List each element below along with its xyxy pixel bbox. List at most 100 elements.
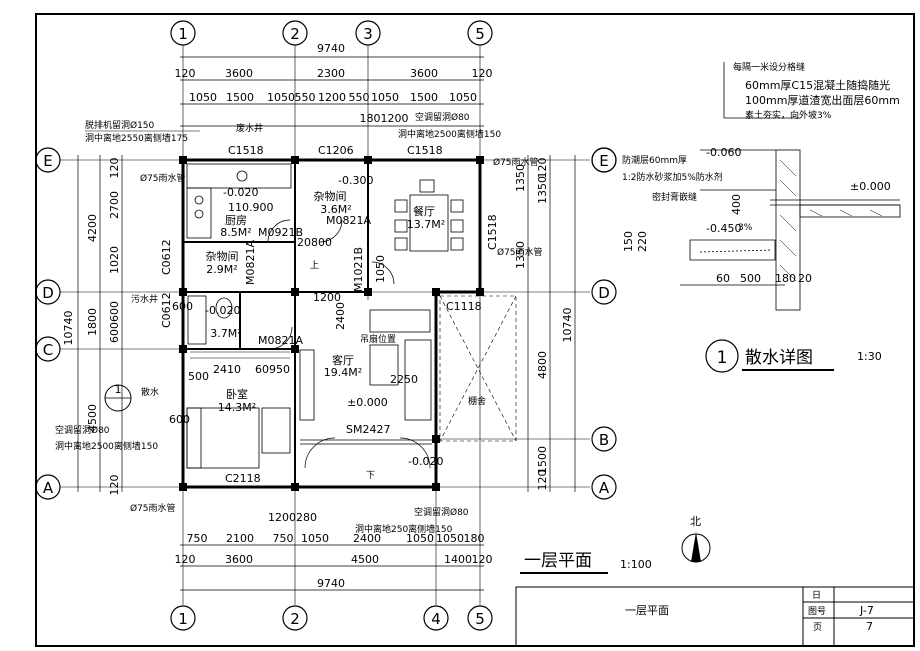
opening-c0612-a: C0612 — [160, 239, 173, 275]
dim-top-r1-0: 120 — [175, 67, 196, 80]
title-block-field-top: 日 — [812, 590, 821, 601]
opening-c1118: C1118 — [446, 300, 482, 313]
opening-c1518-b: C1518 — [407, 144, 443, 157]
plan-title: 一层平面 — [524, 551, 592, 571]
dim-top-r1-4: 120 — [472, 67, 493, 80]
dim-right-in0: 120 — [536, 158, 549, 179]
stair-down: 下 — [366, 471, 375, 481]
canopy-label: 棚舍 — [468, 395, 486, 407]
dim-misc-5: 2250 — [390, 373, 418, 386]
ac-left-label: 空调留洞Ø80 — [55, 424, 110, 436]
exhaust-pos: 洞中离地2550离侧墙175 — [85, 132, 188, 144]
top-dimension-lines — [180, 56, 484, 127]
room-dining: 餐厅 — [413, 204, 435, 218]
opening-c0612-b: C0612 — [160, 292, 173, 328]
dim-misc-12: 600 — [172, 300, 193, 313]
opening-m1021b: M1021B — [352, 247, 365, 292]
room-storage1: 杂物间 — [314, 189, 347, 203]
title-block — [515, 586, 915, 647]
dim-left-total: 10740 — [62, 311, 75, 346]
opening-m0821a-c: M0821A — [258, 334, 303, 347]
axis-bottom-1: 1 — [178, 610, 188, 628]
detail-dim-7: 400 — [730, 194, 743, 215]
section-mark-sub: 散水 — [141, 386, 159, 398]
detail-title-num: 1 — [717, 348, 728, 368]
axis-right-D: D — [598, 284, 610, 302]
dim-right-seg0: 1350 — [514, 164, 527, 192]
detail-note-3: 素土夯实，向外坡3% — [745, 109, 832, 121]
room-storage2-area: 2.9M² — [206, 263, 237, 276]
dim-top-r2-7: 1500 — [410, 91, 438, 104]
bed — [186, 407, 291, 469]
outer-frame — [35, 13, 915, 647]
dim-left-seg0: 4200 — [86, 214, 99, 242]
detail-dim-5: 220 — [636, 231, 649, 252]
dim-right-seg3: 120 — [536, 470, 549, 491]
dim-left-in2: 1020 — [108, 246, 121, 274]
dim-top-r1-3: 3600 — [410, 67, 438, 80]
ac-bottom-label: 空调留洞Ø80 — [414, 506, 469, 518]
chandelier-label: 吊扇位置 — [360, 333, 396, 345]
north-label: 北 — [690, 515, 701, 528]
dim-top-r2-3: 550 — [295, 91, 316, 104]
rain-pipe-right: Ø75雨水管 — [497, 246, 543, 258]
dim-misc-1: 20800 — [297, 236, 332, 249]
dim-right-in1: 1350 — [536, 176, 549, 204]
opening-m0921b: M0921B — [258, 226, 303, 239]
room-wc-area: 3.7M² — [210, 327, 241, 340]
dim-bottom-r2-0: 120 — [175, 553, 196, 566]
room-storage2: 杂物间 — [206, 249, 239, 263]
opening-c2118: C2118 — [225, 472, 261, 485]
detail-dim-4: 150 — [622, 231, 635, 252]
detail-level-0: -0.060 — [706, 146, 741, 159]
detail-hatch — [779, 159, 883, 282]
axis-top-5: 5 — [475, 25, 485, 43]
living-sofa — [299, 309, 432, 421]
floor-well-label: 废水井 — [236, 122, 263, 134]
detail-left-note-0: 防潮层60mm厚 — [622, 154, 687, 166]
room-kitchen-area: 8.5M² — [220, 226, 251, 239]
dim-bottom-small: 1200280 — [268, 511, 317, 524]
dim-top-r2-2: 1050 — [267, 91, 295, 104]
bottom-axis-markers — [170, 605, 493, 631]
stair-up: 上 — [310, 260, 319, 271]
dim-bottom-r1-2: 750 — [273, 532, 294, 545]
detail-dim-1: 500 — [740, 272, 761, 285]
room-bedroom: 卧室 — [226, 387, 248, 401]
level-kitchen: -0.020 — [223, 186, 258, 199]
detail-title-scale: 1:30 — [857, 350, 882, 363]
dim-misc-7: 1200 — [313, 291, 341, 304]
dim-misc-11: 600 — [169, 413, 190, 426]
sewage-well: 污水井 — [131, 293, 158, 305]
dim-top-r1-2: 2300 — [317, 67, 345, 80]
right-dimension-lines — [527, 155, 576, 492]
dim-left-in0: 120 — [108, 158, 121, 179]
left-dimension-lines — [77, 155, 123, 492]
dim-right-seg1: 1350 — [514, 241, 527, 269]
dim-bottom-r1-6: 1050 — [436, 532, 464, 545]
axis-top-3: 3 — [363, 25, 373, 43]
window-grating — [190, 351, 290, 359]
level-entry: -0.020 — [408, 455, 443, 468]
canopy-area — [439, 295, 517, 442]
dim-misc-0: 110.900 — [228, 201, 274, 214]
ac-left-pos: 洞中离地2500离侧墙150 — [55, 440, 158, 452]
interior-walls — [183, 160, 369, 487]
title-block-page: 7 — [866, 620, 873, 633]
detail-axis-marker — [591, 147, 617, 173]
dim-top-r2-4: 1200 — [318, 91, 346, 104]
opening-m0821a-b: M0821A — [244, 240, 257, 285]
axis-bottom-5: 5 — [475, 610, 485, 628]
axis-bottom-4: 4 — [431, 610, 441, 628]
detail-dim-0: 60 — [716, 272, 730, 285]
dim-misc-2: 2410 — [213, 363, 241, 376]
detail-title: 散水详图 — [745, 348, 813, 368]
detail-drawing — [680, 62, 901, 311]
dim-misc-4: 2400 — [334, 302, 347, 330]
dim-left-in4: 120 — [108, 475, 121, 496]
ac-top-pos: 洞中离地2500离侧墙150 — [398, 128, 501, 140]
title-block-field-2: 页 — [813, 622, 822, 633]
dim-bottom-r2-4: 120 — [472, 553, 493, 566]
axis-bottom-2: 2 — [290, 610, 300, 628]
axis-right-B: B — [599, 431, 609, 449]
